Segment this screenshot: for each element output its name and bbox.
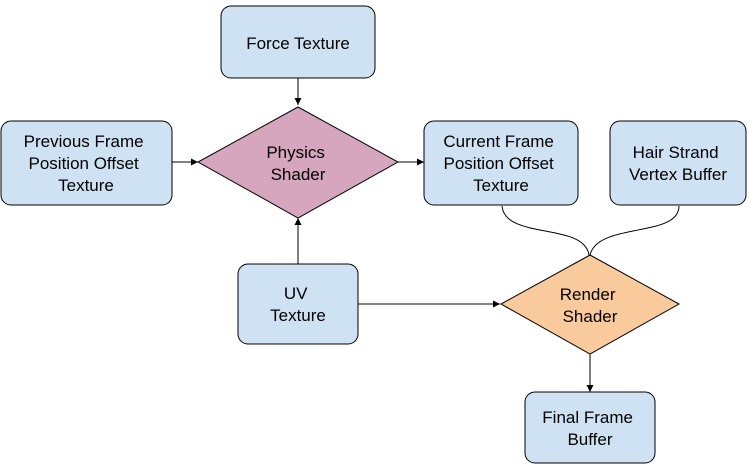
hair-strand-line-2: Vertex Buffer: [629, 165, 727, 184]
svg-text:UV Texture: UV Texture: [270, 284, 326, 325]
svg-text:Physics Shader: Physics Shader: [266, 143, 329, 184]
edges: [172, 78, 680, 392]
render-shader-line-1: Render: [560, 285, 616, 304]
force-texture-label: Force Texture: [246, 34, 350, 53]
previous-frame-line-2: Position Offset: [29, 154, 140, 173]
svg-text:Hair Strand Vertex Buffe: Hair Strand Vertex Buffer: [629, 143, 727, 184]
current-frame-line-1: Current Frame: [443, 132, 554, 151]
current-frame-line-3: Texture: [473, 176, 529, 195]
physics-shader-node: Physics Shader: [196, 106, 400, 219]
svg-text:Render Shader: Render Shader: [560, 285, 621, 326]
svg-text:Final Frame Buffer: Final Frame Buffer: [542, 408, 637, 449]
previous-frame-line-3: Texture: [58, 176, 114, 195]
current-frame-node: Current Frame Position Offset Texture: [423, 120, 579, 206]
svg-text:Current Frame Position O: Current Frame Position Offset Texture: [443, 132, 558, 195]
hair-strand-line-1: Hair Strand: [633, 143, 719, 162]
render-shader-node: Render Shader: [499, 254, 681, 355]
current-frame-line-2: Position Offset: [444, 154, 555, 173]
final-frame-line-2: Buffer: [567, 430, 612, 449]
previous-frame-node: Previous Frame Position Offset Texture: [0, 120, 173, 206]
edge-hair-to-render: [589, 205, 680, 256]
force-texture-node: Force Texture: [220, 5, 376, 79]
final-frame-node: Final Frame Buffer: [524, 391, 656, 464]
uv-texture-line-2: Texture: [270, 306, 326, 325]
edge-current-to-render: [501, 205, 590, 256]
physics-shader-line-2: Shader: [271, 165, 326, 184]
uv-texture-node: UV Texture: [237, 263, 359, 345]
svg-text:Force Texture: Force Texture: [246, 34, 350, 53]
render-shader-line-2: Shader: [563, 307, 618, 326]
svg-text:Previous Frame Position: Previous Frame Position Offset Texture: [24, 132, 149, 195]
physics-shader-line-1: Physics: [266, 143, 325, 162]
previous-frame-line-1: Previous Frame: [24, 132, 144, 151]
hair-strand-node: Hair Strand Vertex Buffer: [609, 120, 747, 206]
final-frame-line-1: Final Frame: [542, 408, 633, 427]
uv-texture-line-1: UV: [284, 284, 308, 303]
